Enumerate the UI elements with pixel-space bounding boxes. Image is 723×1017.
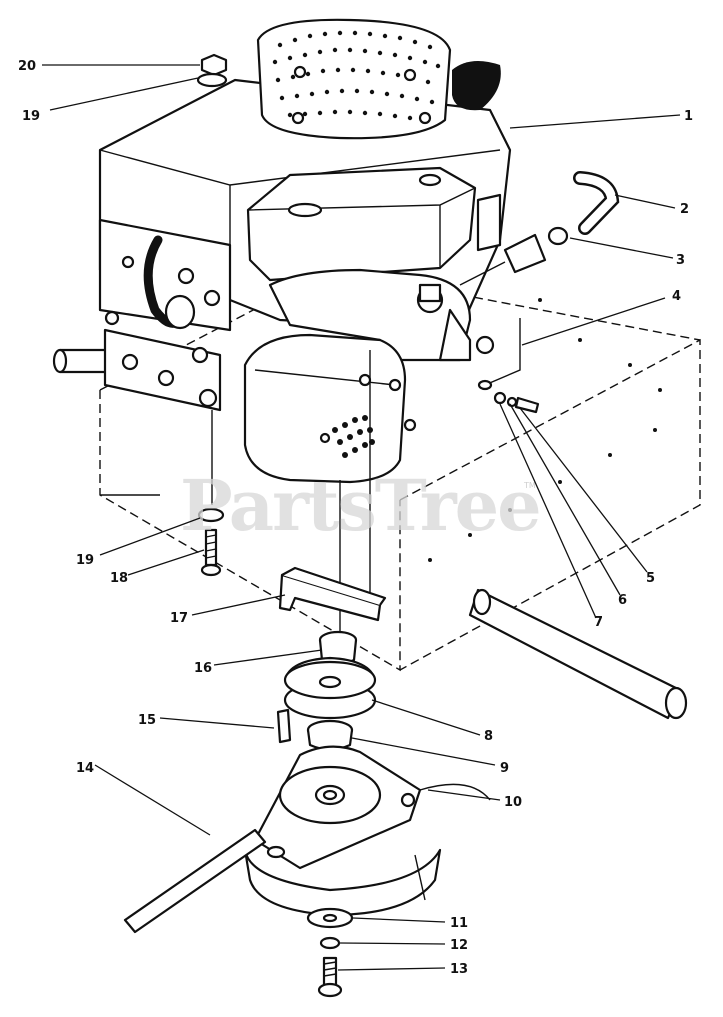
leader-lines — [42, 64, 681, 971]
callout-3: 3 — [676, 253, 685, 268]
key-part-15 — [276, 708, 292, 744]
muffler-holes — [332, 415, 375, 458]
callout-6: 6 — [618, 593, 627, 608]
clutch-part-10 — [243, 745, 491, 917]
callout-9: 9 — [500, 761, 509, 776]
callout-20: 20 — [18, 59, 36, 74]
bolt-part-18 — [200, 528, 222, 577]
callout-7: 7 — [594, 615, 603, 630]
spacer-part-9 — [306, 719, 354, 751]
callout-5: 5 — [646, 571, 655, 586]
washer-part-19-upper — [196, 72, 228, 88]
callout-13: 13 — [450, 962, 468, 977]
watermark-text: PartsTree — [180, 464, 540, 547]
washer-part-19-lower — [197, 507, 225, 523]
nut-part-20 — [200, 53, 228, 77]
lockwasher-part-12 — [319, 936, 341, 950]
fuel-line-part-2 — [573, 171, 620, 235]
callout-18: 18 — [110, 571, 128, 586]
guide-rod-part-14 — [123, 828, 267, 934]
axle-tube-right — [468, 588, 688, 720]
callout-19-upper: 19 — [22, 109, 40, 124]
engine-assembly — [98, 18, 512, 484]
callout-10: 10 — [504, 795, 522, 810]
callout-8: 8 — [484, 729, 493, 744]
callout-11: 11 — [450, 916, 468, 931]
callout-16: 16 — [194, 661, 212, 676]
bracket-part-17 — [278, 566, 387, 622]
bolt-part-13 — [317, 956, 343, 998]
callout-1: 1 — [684, 109, 693, 124]
callout-14: 14 — [76, 761, 94, 776]
air-cleaner-holes — [272, 30, 441, 123]
callout-4: 4 — [672, 289, 681, 304]
pulley-part-8 — [283, 656, 377, 720]
callout-19-lower: 19 — [76, 553, 94, 568]
fuel-filter-part-3 — [459, 226, 569, 286]
callout-15: 15 — [138, 713, 156, 728]
callout-12: 12 — [450, 938, 468, 953]
throttle-link-part-4 — [477, 318, 521, 391]
callout-2: 2 — [680, 202, 689, 217]
callout-17: 17 — [170, 611, 188, 626]
bolts-parts-5-6-7 — [493, 391, 540, 414]
watermark-trademark: TM — [523, 481, 536, 490]
